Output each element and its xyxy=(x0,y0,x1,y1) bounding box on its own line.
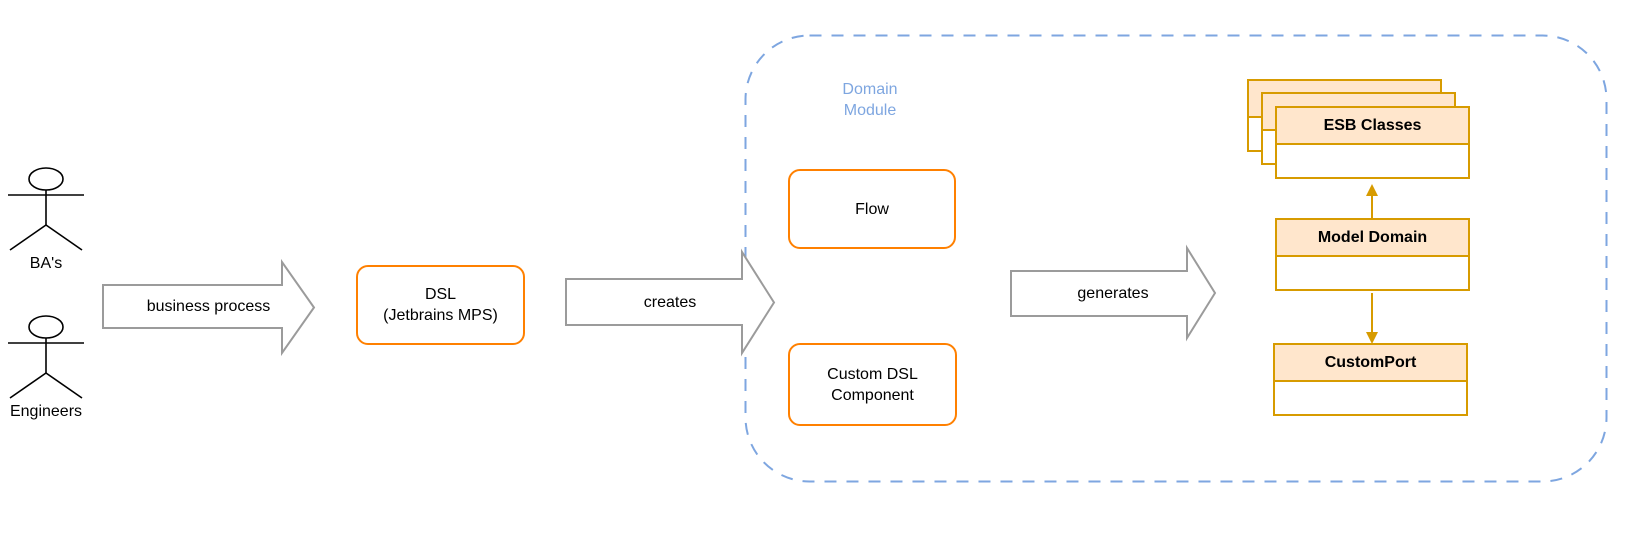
flow-node[interactable]: Flow xyxy=(788,169,956,249)
custom-port-title: CustomPort xyxy=(1275,345,1466,382)
esb-classes-box[interactable]: ESB Classes xyxy=(1275,106,1470,179)
actor-icon-engineers[interactable] xyxy=(0,313,92,405)
domain-module-title-line1: Domain xyxy=(842,81,898,98)
custom-dsl-component-node[interactable]: Custom DSL Component xyxy=(788,343,957,426)
actor-icon-bas[interactable] xyxy=(0,165,92,257)
custom-dsl-line2: Component xyxy=(831,386,914,404)
dsl-node-line2: (Jetbrains MPS) xyxy=(383,307,498,324)
model-domain-title: Model Domain xyxy=(1277,220,1468,257)
model-domain-box[interactable]: Model Domain xyxy=(1275,218,1470,291)
generates-arrow[interactable] xyxy=(1007,242,1219,342)
dsl-node[interactable]: DSL (Jetbrains MPS) xyxy=(356,265,525,345)
custom-dsl-line1: Custom DSL xyxy=(827,365,918,383)
esb-classes-body xyxy=(1277,145,1468,177)
actor-label-engineers: Engineers xyxy=(9,403,83,420)
actor-label-bas: BA's xyxy=(29,255,63,272)
business-process-arrow[interactable] xyxy=(98,256,320,358)
esb-classes-title: ESB Classes xyxy=(1277,108,1468,145)
model-domain-to-esb-arrow[interactable] xyxy=(1358,178,1386,350)
dsl-node-line1: DSL xyxy=(424,286,457,303)
custom-port-body xyxy=(1275,382,1466,414)
custom-port-box[interactable]: CustomPort xyxy=(1273,343,1468,416)
domain-module-title-line2: Module xyxy=(843,102,897,119)
domain-module-title: Domain Module xyxy=(800,79,940,121)
flow-node-label: Flow xyxy=(855,200,889,218)
model-domain-body xyxy=(1277,257,1468,289)
creates-arrow[interactable] xyxy=(562,246,780,358)
